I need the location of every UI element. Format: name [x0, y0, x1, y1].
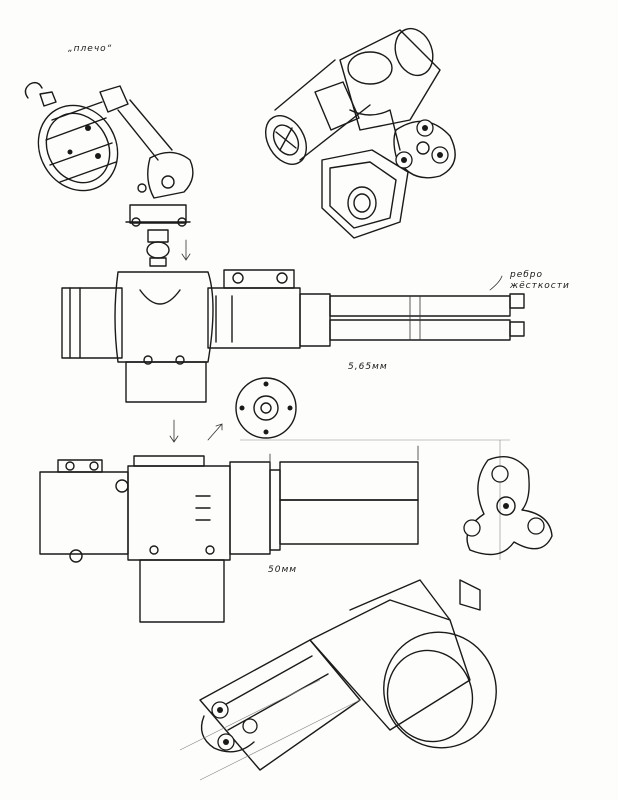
rib-annotation-line1: ребро — [510, 270, 544, 280]
shoulder-mount-sketch — [24, 81, 194, 267]
side-view-5-65mm-sketch — [61, 269, 525, 403]
perspective-barrel-sketch — [265, 27, 456, 239]
side-view-50mm-sketch — [39, 439, 510, 623]
three-hole-plate-detail — [463, 456, 553, 556]
round-plate-detail — [169, 377, 297, 443]
rib-annotation-line2: жёсткости — [510, 281, 570, 291]
perspective-launcher-sketch — [179, 579, 497, 781]
shoulder-annotation: „плечо“ — [68, 44, 113, 54]
caliber-annotation-bottom: 50мм — [268, 565, 298, 575]
caliber-annotation-top: 5,65мм — [348, 362, 388, 372]
